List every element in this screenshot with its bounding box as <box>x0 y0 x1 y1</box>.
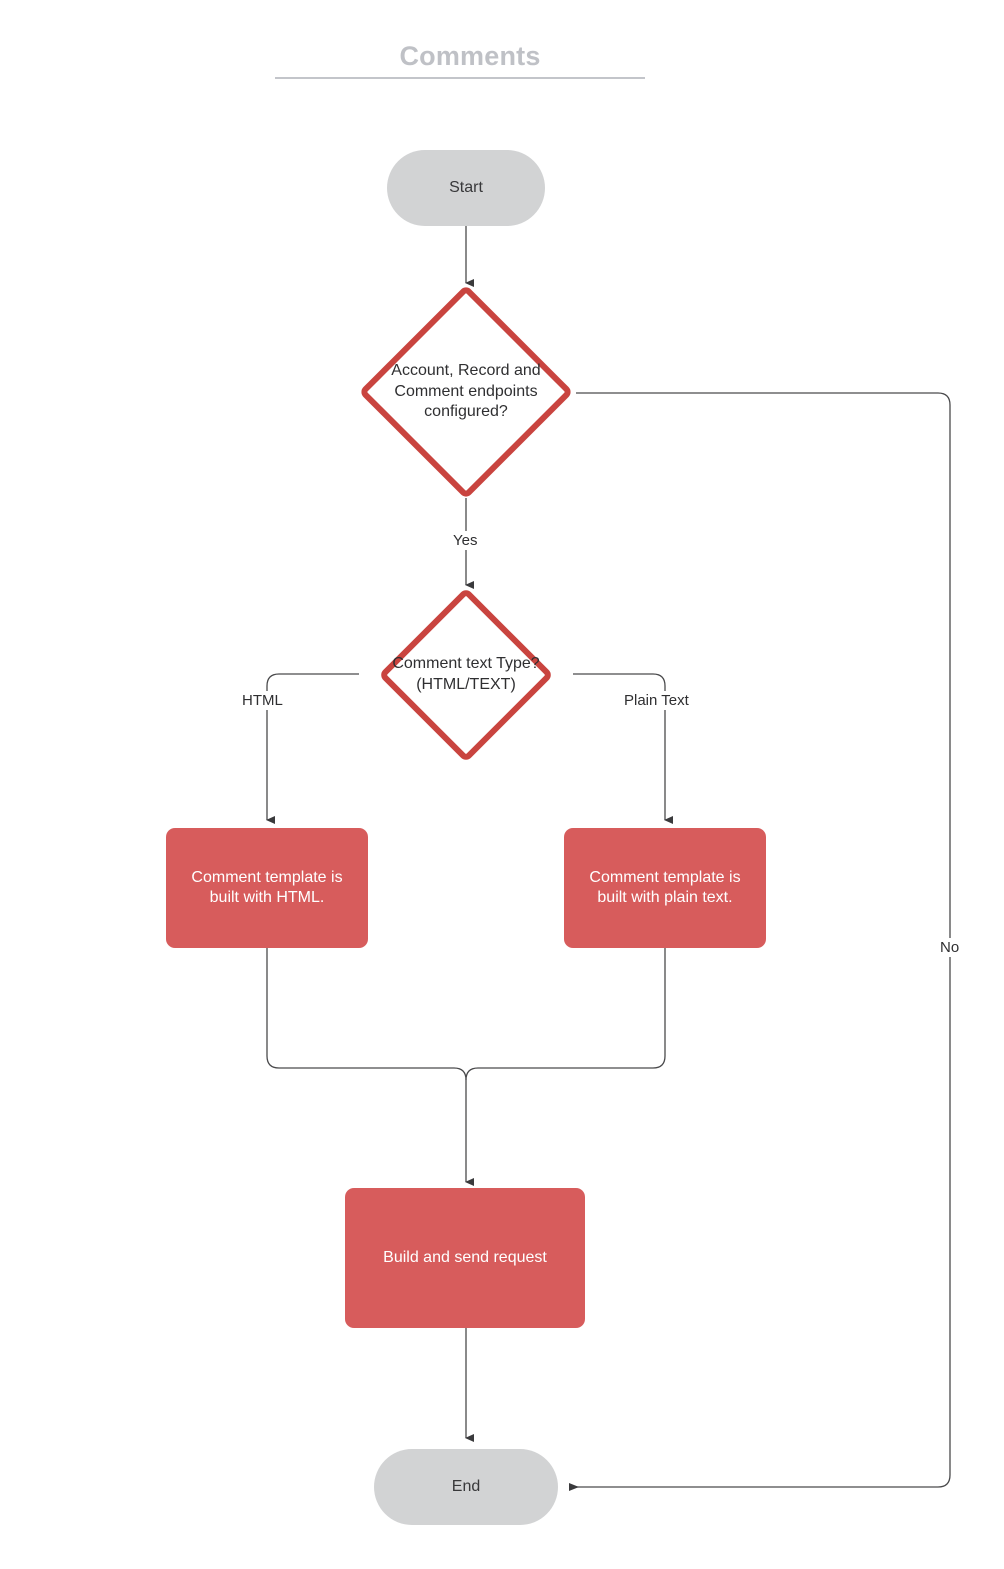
node-start-label: Start <box>449 178 483 196</box>
node-process-build-send-request[interactable]: Build and send request <box>345 1188 585 1328</box>
edge-label-no: No <box>936 938 964 957</box>
edge-label-yes: Yes <box>449 531 482 550</box>
node-process-build-send-request-label: Build and send request <box>383 1248 547 1266</box>
node-end[interactable]: End <box>374 1449 558 1525</box>
edge-label-plain-text: Plain Text <box>620 691 693 710</box>
node-decision-comment-text-type[interactable]: Comment text Type? (HTML/TEXT) <box>378 587 554 763</box>
node-decision-endpoints-configured-label: Account, Record and Comment endpoints co… <box>391 361 541 421</box>
title-divider <box>275 77 645 79</box>
node-process-html-template-label: Comment template is built with HTML. <box>191 868 343 906</box>
node-process-plaintext-template[interactable]: Comment template is built with plain tex… <box>564 828 766 948</box>
node-decision-comment-text-type-label: Comment text Type? (HTML/TEXT) <box>392 655 540 693</box>
node-decision-endpoints-configured[interactable]: Account, Record and Comment endpoints co… <box>358 284 574 500</box>
node-process-plaintext-template-label: Comment template is built with plain tex… <box>589 868 741 906</box>
node-end-label: End <box>451 1477 481 1495</box>
node-start[interactable]: Start <box>387 150 545 226</box>
edge-plainbox-to-merge <box>465 948 666 1081</box>
edge-label-html: HTML <box>238 691 287 710</box>
edge-htmlbox-to-merge <box>266 948 474 1186</box>
page-title: Comments <box>399 41 541 71</box>
node-process-html-template[interactable]: Comment template is built with HTML. <box>166 828 368 948</box>
